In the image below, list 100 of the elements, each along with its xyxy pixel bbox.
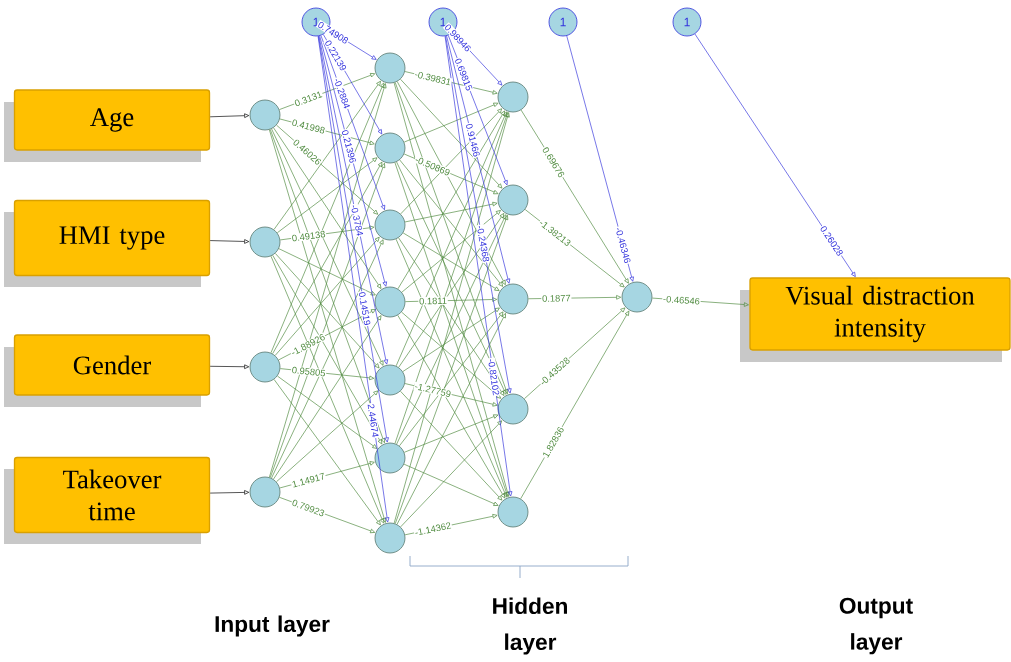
edge-label: -1.14362 (413, 520, 453, 537)
arrow (276, 390, 379, 483)
edge-label: 0.21396 (340, 128, 358, 165)
edge-label: -0.3784 (349, 203, 365, 238)
edge-label: -0.2884 (332, 76, 352, 111)
arrow (401, 210, 501, 293)
arrow (403, 102, 499, 143)
neuron-circle (374, 52, 406, 84)
arrow (397, 110, 505, 290)
arrow (400, 78, 503, 189)
arrow (399, 311, 504, 447)
arrow (273, 80, 381, 230)
arrow (446, 35, 511, 284)
neuron-circle (249, 476, 281, 508)
arrow (402, 307, 500, 372)
arrow (274, 236, 380, 356)
neuron-circle (374, 522, 406, 554)
arrow (269, 129, 387, 523)
neuron-circle (374, 364, 406, 396)
edge-label: 2.44674 (366, 402, 380, 439)
arrow (273, 315, 382, 480)
edge-label: 0.1877 (541, 293, 572, 303)
arrow (209, 490, 250, 495)
layer-label: Output layer (839, 597, 913, 655)
edge-label: -0.39831 (413, 69, 453, 87)
neuron-circle (249, 99, 281, 131)
arrow (269, 129, 386, 444)
neuron-circle (497, 496, 529, 528)
arrow (398, 213, 505, 368)
edge-label: 0.49138 (290, 229, 327, 243)
arrow (209, 113, 250, 118)
neuron-circle (249, 351, 281, 383)
arrow (403, 463, 499, 506)
layer-label: Hidden layer (493, 597, 567, 655)
arrow (271, 128, 384, 366)
neuron-circle (249, 226, 281, 258)
input-box: Gender (4, 334, 211, 407)
arrow (396, 214, 507, 445)
arrow (394, 112, 509, 444)
neuron-circle (374, 209, 406, 241)
arrow (399, 159, 504, 287)
arrow (269, 83, 387, 478)
neuron-circle (621, 281, 653, 313)
arrow (444, 35, 513, 497)
arrow (401, 311, 502, 399)
edge-label: -0.82102 (486, 357, 501, 397)
arrow (394, 162, 509, 497)
arrow (694, 33, 856, 277)
arrow (402, 232, 500, 291)
edge-label: 1.14917 (290, 471, 327, 489)
edge-label: 0.41998 (290, 118, 327, 135)
neuron-circle (374, 442, 406, 474)
arrow (278, 248, 376, 296)
arrow (276, 157, 378, 234)
edge-label: 0.91466 (464, 122, 482, 159)
edge-label: -0.46546 (662, 294, 701, 306)
arrow (395, 111, 507, 367)
arrow (209, 364, 250, 369)
arrow (269, 162, 386, 478)
arrow (394, 214, 509, 524)
arrow (400, 108, 503, 215)
edge-label: -0.46346 (614, 225, 632, 265)
arrow (272, 255, 383, 445)
neuron-circle (497, 81, 529, 113)
arrow (400, 420, 503, 528)
arrow (273, 127, 382, 289)
arrow (270, 255, 385, 524)
arrow (445, 35, 512, 394)
arrow (566, 35, 634, 282)
edge-label: 0.95805 (290, 365, 327, 378)
neuron-circle (497, 184, 529, 216)
arrow (277, 375, 378, 449)
arrow (400, 390, 503, 501)
arrow (398, 237, 505, 396)
arrow (394, 82, 509, 395)
arrow (396, 161, 507, 395)
arrow (404, 201, 498, 223)
edge-label: -0.24368 (475, 224, 491, 264)
arrow (317, 35, 390, 523)
input-box: Age (4, 89, 211, 162)
arrow (209, 239, 250, 244)
input-box: Takeover time (4, 456, 211, 544)
output-box: Visual distraction intensity (740, 277, 1011, 362)
neuron-circle (497, 283, 529, 315)
arrow (272, 161, 383, 354)
arrow (275, 253, 380, 369)
arrow (318, 35, 389, 365)
edge-label: 0.3131 (292, 89, 324, 108)
input-box: HMI type (4, 199, 211, 287)
arrow (395, 238, 508, 498)
arrow (271, 239, 384, 479)
arrow (270, 82, 385, 354)
arrow (273, 379, 381, 526)
edge-label: 0.14519 (357, 290, 372, 327)
arrow (396, 81, 506, 285)
neuron-circle (374, 286, 406, 318)
layer-label: Input layer (215, 615, 330, 637)
neuron-circle (374, 132, 406, 164)
arrow (403, 414, 499, 453)
edge-label: -1.27759 (413, 381, 453, 399)
